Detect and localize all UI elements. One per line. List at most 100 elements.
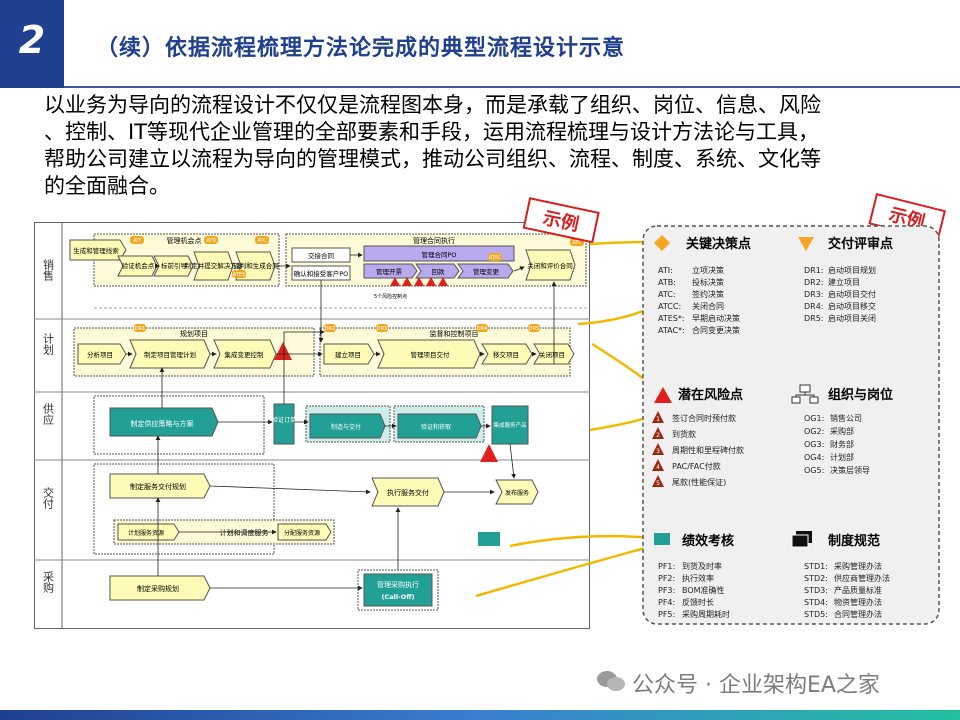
group-label: 规划项目: [180, 329, 208, 338]
process-label: 分析项目: [87, 350, 113, 359]
slide-title: （续）依据流程梳理方法论完成的典型流程设计示意: [96, 36, 626, 61]
process-box: [193, 251, 234, 281]
legend-desc: 启动项目移交: [828, 301, 876, 311]
process-label: 确认和接受客户PO: [294, 269, 349, 278]
process-label: 分配服务资源: [284, 529, 320, 537]
legend-desc: 启动项目规划: [828, 265, 876, 275]
legend-code: OG2:: [804, 427, 824, 436]
legend-code: STD5:: [804, 610, 828, 619]
legend-title: 关键决策点: [686, 236, 751, 252]
footer-gradient-bar: [0, 710, 960, 720]
lane-label: 计划: [42, 333, 55, 355]
process-label: 制定采购规划: [137, 584, 179, 593]
process-label: 制定项目管理计划: [144, 350, 196, 359]
process-box: [415, 263, 460, 279]
process-flow-diagram: 销售 计划 供应 交付 采购 管理机会点 管理合同执行 生成和管理线索 验证机会…: [34, 222, 590, 629]
badge-label: DR5: [529, 326, 540, 332]
legend-code: DR5:: [804, 314, 824, 323]
legend-desc: 计划部: [830, 452, 854, 462]
legend-code: ATB:: [658, 278, 676, 287]
legend-code: OG1:: [804, 414, 824, 423]
decision-badge: [232, 270, 246, 278]
legend-code: PF4:: [658, 598, 675, 607]
group-label: 计划和调度服务: [220, 528, 269, 537]
process-label: 建立项目: [335, 350, 361, 359]
intro-line: 、控制、IT等现代企业管理的全部要素和手段，运用流程梳理与设计方法论与工具，: [44, 120, 820, 144]
legend-code: OG5:: [804, 466, 824, 475]
lane-label: 供应: [42, 402, 55, 426]
process-box: [77, 343, 127, 365]
process-label: 制定服务交付规划: [130, 482, 186, 491]
risk-number: 2: [656, 432, 660, 439]
legend-desc: 销售公司: [830, 413, 862, 423]
legend-code: PF2:: [658, 574, 675, 583]
legend-title: 绩效考核: [682, 533, 734, 549]
lane-label: 交付: [42, 486, 55, 510]
legend-code: ATC:: [658, 290, 676, 299]
process-label: 关闭项目: [539, 350, 565, 359]
process-box: [117, 523, 180, 541]
legend-desc: 合同管理办法: [834, 609, 882, 619]
legend-code: ATI:: [658, 266, 673, 275]
legend-desc: 签订合同时预付款: [672, 413, 736, 423]
legend-desc: 合同变更决策: [692, 325, 740, 335]
legend-code: STD4:: [804, 598, 828, 607]
process-box: [309, 413, 386, 439]
legend-code: ATCC:: [658, 302, 681, 311]
badge-label: ATI: [133, 238, 141, 244]
group-label: 管理机会点: [167, 236, 202, 245]
legend-code: DR1:: [804, 266, 824, 275]
process-box: [377, 339, 481, 369]
process-label: 标前引导: [161, 261, 188, 270]
legend-title: 交付评审点: [828, 236, 893, 252]
watermark-text: 公众号 · 企业架构EA之家: [632, 673, 880, 698]
process-label: 关闭和评价合同: [527, 261, 573, 270]
risk-triangle-icon: [654, 387, 672, 403]
process-box: [69, 239, 127, 261]
legend-desc: 采购周期耗时: [682, 609, 730, 619]
process-box: [495, 479, 539, 505]
group-label: 监督和控制项目: [430, 329, 479, 338]
process-label: 制造与交付: [331, 423, 361, 431]
badge-label: ATC: [257, 238, 267, 244]
process-box: [323, 343, 375, 365]
section-number: 2: [18, 18, 46, 62]
decision-diamond-icon: [654, 235, 670, 251]
risk-number: 5: [656, 480, 660, 487]
legend-desc: 到货款: [672, 429, 696, 439]
legend-title: 组织与岗位: [828, 387, 893, 403]
process-box: [109, 575, 211, 601]
process-label: 验证订单: [272, 416, 296, 424]
badge-label: DR1: [135, 326, 146, 332]
flow-connectors: [126, 252, 557, 591]
process-label: 管理项目交付: [411, 350, 451, 359]
badge-label: DR3: [377, 326, 388, 332]
review-badge: [134, 324, 146, 332]
process-label: 谈判和生成合同: [233, 261, 279, 270]
process-box: [525, 249, 576, 281]
intro-paragraph: 以业务为导向的流程设计不仅仅是流程图本身，而是承载了组织、岗位、信息、风险 、控…: [44, 92, 944, 200]
process-box: [397, 413, 482, 439]
process-label: 回款: [432, 267, 446, 276]
decision-badge: [130, 236, 144, 244]
legend-code: PF3:: [658, 586, 675, 595]
lane-label: 销售: [42, 258, 55, 282]
legend-code: DR3:: [804, 290, 824, 299]
legend-desc: 采购管理办法: [834, 561, 882, 571]
risk-note: 5个风险控制点: [374, 293, 407, 300]
process-box: [363, 263, 418, 279]
legend-desc: PAC/FAC付款: [672, 461, 721, 471]
legend-desc: 到货及时率: [682, 561, 722, 571]
legend-desc: 早期启动决策: [692, 313, 740, 323]
process-label: 管理合同PO: [421, 250, 456, 259]
legend-desc: 采购部: [830, 426, 854, 436]
risk-number: 3: [656, 448, 660, 455]
intro-line: 帮助公司建立以流程为导向的管理模式，推动公司组织、流程、制度、系统、文化等: [44, 147, 821, 171]
process-label: 管理开票: [376, 267, 403, 276]
process-label: 集成变更控制: [225, 350, 265, 359]
process-label: 管理变更: [473, 267, 500, 276]
legend-code: STD3:: [804, 586, 828, 595]
kpi-grid-icon: [654, 533, 670, 545]
process-label: 集成服务产品: [493, 421, 527, 429]
title-divider: [64, 86, 960, 88]
